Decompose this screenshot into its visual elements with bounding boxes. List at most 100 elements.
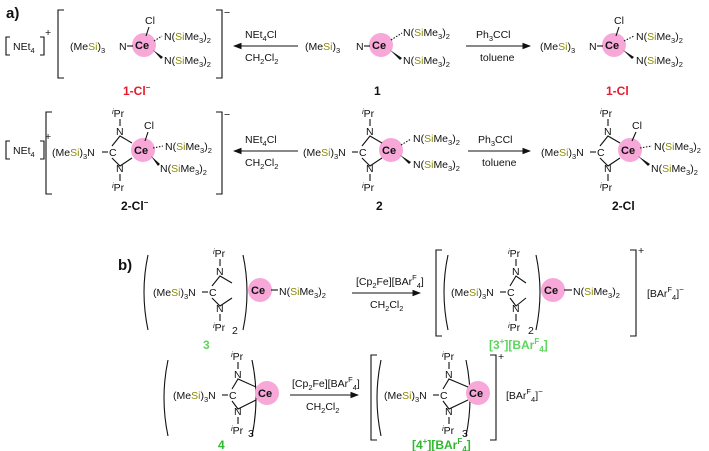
compound-3-cation: + (MeSi)3N C N N iPr iPr 2 Ce N(SiMe3)2 …	[435, 245, 684, 354]
svg-text:3: 3	[462, 428, 468, 440]
svg-text:C: C	[597, 147, 605, 159]
svg-text:N: N	[216, 266, 224, 278]
svg-text:N(SiMe3)2: N(SiMe3)2	[413, 133, 460, 147]
svg-text:C: C	[507, 287, 515, 299]
svg-text:Ce: Ce	[469, 388, 483, 400]
svg-text:iPr: iPr	[112, 181, 125, 194]
ce-highlight	[466, 381, 490, 405]
svg-text:N: N	[604, 126, 612, 138]
ce-highlight	[131, 138, 155, 162]
svg-text:N(SiMe3)2: N(SiMe3)2	[279, 286, 326, 300]
ce-highlight	[379, 138, 403, 162]
svg-text:iPr: iPr	[600, 181, 613, 194]
label-4: 4	[218, 438, 225, 451]
svg-text:Ce: Ce	[135, 40, 149, 52]
svg-text:N: N	[116, 163, 124, 175]
reagent-ch2cl2-1: CH2Cl2	[245, 52, 278, 66]
svg-text:2: 2	[232, 325, 238, 337]
reagent-ch2cl2-3: CH2Cl2	[370, 299, 403, 313]
ce-highlight	[541, 278, 565, 302]
svg-text:iPr: iPr	[442, 350, 455, 363]
svg-text:N(SiMe3)2: N(SiMe3)2	[651, 163, 698, 177]
svg-text:Ce: Ce	[621, 145, 635, 157]
anion-barf-1: [BArF4]−	[647, 285, 684, 302]
svg-text:N(SiMe3)2: N(SiMe3)2	[164, 55, 211, 69]
svg-text:2: 2	[528, 325, 534, 337]
svg-text:N: N	[512, 266, 520, 278]
svg-text:iPr: iPr	[508, 321, 521, 334]
reagent-ph3ccl-2: Ph3CCl	[478, 134, 513, 148]
svg-text:C: C	[209, 287, 217, 299]
ce-highlight	[618, 138, 642, 162]
svg-text:(MeSi)3N: (MeSi)3N	[541, 147, 584, 161]
svg-text:Ce: Ce	[372, 40, 386, 52]
compound-1: (MeSi)32 N Ce N(SiMe3)2 N(SiMe3)2 1	[305, 27, 450, 98]
svg-text:(MeSi)32: (MeSi)32	[305, 41, 340, 55]
ce-highlight	[132, 33, 156, 57]
section-b-label: b)	[118, 257, 132, 274]
svg-text:N(SiMe3)2: N(SiMe3)2	[165, 141, 212, 155]
svg-text:N: N	[119, 41, 127, 53]
svg-text:−: −	[224, 7, 230, 19]
svg-text:N(SiMe3)2: N(SiMe3)2	[160, 163, 207, 177]
svg-text:N: N	[366, 126, 374, 138]
compound-3: (MeSi)3N C N N iPr iPr 2 Ce N(SiMe3)2 3	[143, 247, 326, 352]
svg-text:(MeSi)3: (MeSi)3	[70, 41, 105, 55]
compound-1cl: Cl (MeSi)32 N Ce N(SiMe3)2 N(SiMe3)2 1-C…	[540, 15, 683, 98]
svg-text:Ce: Ce	[382, 145, 396, 157]
svg-text:N(SiMe3)2: N(SiMe3)2	[573, 286, 620, 300]
svg-text:iPr: iPr	[112, 107, 125, 120]
label-3: 3	[203, 338, 210, 352]
svg-text:Ce: Ce	[251, 285, 265, 297]
svg-text:+: +	[638, 245, 644, 257]
svg-text:Ce: Ce	[544, 285, 558, 297]
svg-text:(MeSi)3N: (MeSi)3N	[52, 147, 95, 161]
ce-highlight	[369, 33, 393, 57]
svg-text:C: C	[359, 147, 367, 159]
label-4-cation: [4+][BArF4]	[412, 437, 471, 451]
reagent-ph3ccl-1: Ph3CCl	[476, 29, 511, 43]
svg-text:N(SiMe3)2: N(SiMe3)2	[413, 159, 460, 173]
svg-text:(MeSi)3N: (MeSi)3N	[451, 287, 494, 301]
compound-2cl-minus: NEt4 + − Cl (MeSi)3N C N N iPr iPr Ce N(…	[5, 107, 230, 213]
svg-text:N: N	[589, 41, 597, 53]
svg-text:3: 3	[248, 428, 254, 440]
reagent-net4cl-1: NEt4Cl	[245, 29, 277, 43]
ce-highlight	[602, 33, 626, 57]
svg-text:iPr: iPr	[213, 247, 226, 260]
compound-4-cation: + (MeSi)3N C N N iPr iPr 3 Ce [BArF4]− […	[370, 350, 543, 451]
reagent-ch2cl2-4: CH2Cl2	[306, 401, 339, 415]
svg-text:N: N	[366, 163, 374, 175]
label-2: 2	[376, 199, 383, 213]
svg-text:NEt4: NEt4	[13, 41, 35, 55]
svg-text:(MeSi)3N: (MeSi)3N	[384, 390, 427, 404]
svg-text:Ce: Ce	[258, 388, 272, 400]
reagent-toluene-2: toluene	[482, 157, 517, 169]
section-a-label: a)	[6, 5, 19, 22]
label-2cl: 2-Cl	[612, 199, 635, 213]
svg-text:N: N	[604, 163, 612, 175]
svg-text:C: C	[229, 390, 237, 402]
svg-text:(MeSi)3N: (MeSi)3N	[173, 390, 216, 404]
svg-text:+: +	[498, 351, 504, 363]
svg-text:iPr: iPr	[362, 181, 375, 194]
svg-text:(MeSi)32: (MeSi)32	[540, 41, 575, 55]
svg-text:iPr: iPr	[231, 350, 244, 363]
ce-highlight	[255, 381, 279, 405]
reagent-net4cl-2: NEt4Cl	[245, 134, 277, 148]
svg-text:Cl: Cl	[632, 120, 642, 132]
svg-text:Ce: Ce	[605, 40, 619, 52]
label-2cl-minus: 2-Cl−	[121, 198, 149, 213]
svg-text:N: N	[234, 406, 242, 418]
svg-text:N(SiMe3)2: N(SiMe3)2	[164, 31, 211, 45]
svg-text:N(SiMe3)2: N(SiMe3)2	[403, 27, 450, 41]
svg-text:N: N	[512, 303, 520, 315]
svg-text:Ce: Ce	[134, 145, 148, 157]
svg-text:N(SiMe3)2: N(SiMe3)2	[654, 141, 701, 155]
label-1: 1	[374, 84, 381, 98]
reagent-oxidant-1: [Cp2Fe][BArF4]	[356, 273, 424, 290]
ce-highlight	[248, 278, 272, 302]
label-1cl-minus: 1-Cl−	[123, 83, 151, 98]
reagent-oxidant-2: [Cp2Fe][BArF4]	[292, 375, 360, 392]
